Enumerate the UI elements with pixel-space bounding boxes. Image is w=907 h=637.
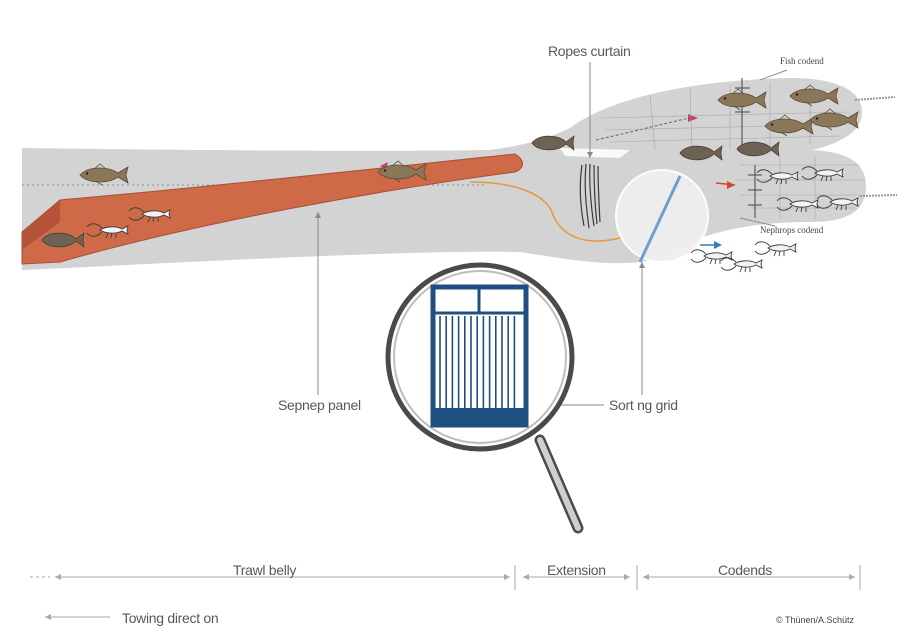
nephrops-icon xyxy=(690,249,733,265)
fish-codend-label: Fish codend xyxy=(780,56,824,66)
nephrops-icon xyxy=(754,241,797,257)
nephrops-codend-label: Nephrops codend xyxy=(760,225,824,235)
trawl-belly-label: Trawl belly xyxy=(233,562,297,578)
ropes-curtain-shape xyxy=(579,163,601,229)
codends-label: Codends xyxy=(718,562,772,578)
nephrops-icon xyxy=(720,257,763,273)
sepnep-panel-shape xyxy=(21,153,523,265)
towing-direction-label: Towing direct on xyxy=(122,610,219,626)
credit-label: © Thünen/A.Schütz xyxy=(776,615,855,625)
extension-label: Extension xyxy=(547,562,606,578)
ropes-curtain-label: Ropes curtain xyxy=(548,43,631,59)
sorting-grid-label: Sort ng grid xyxy=(609,397,678,413)
sorting-grid-line xyxy=(638,175,682,263)
sorting-grid-magnified xyxy=(430,284,529,428)
sepnep-panel-label: Sepnep panel xyxy=(278,397,361,413)
